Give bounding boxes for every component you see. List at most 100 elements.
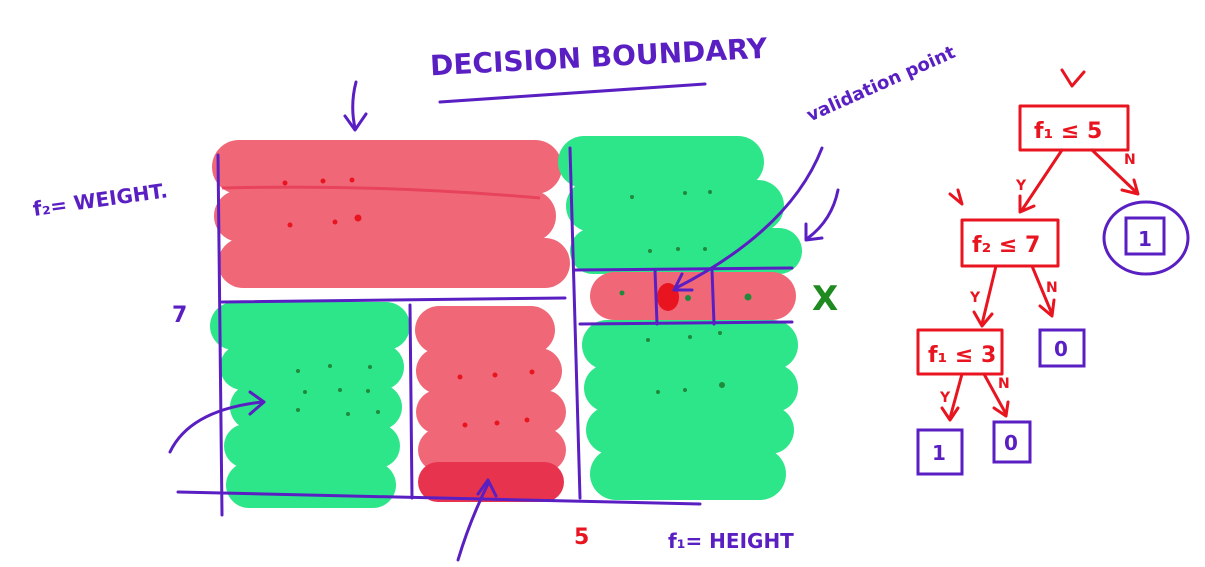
- green-band: [582, 320, 798, 370]
- misclassified-mark: X: [812, 279, 838, 319]
- green-band: [230, 384, 402, 430]
- red-band: [415, 306, 555, 354]
- red-band: [416, 390, 566, 434]
- arrow-to-validation-icon: [672, 146, 824, 292]
- region-right-green: [558, 136, 802, 500]
- red-dot: [282, 180, 288, 186]
- red-dot: [332, 219, 338, 225]
- green-dot: [303, 390, 307, 394]
- green-dot: [718, 331, 722, 335]
- green-dot: [296, 408, 300, 412]
- green-dot: [630, 195, 634, 199]
- edge-label-yes: Y: [939, 390, 951, 406]
- green-dot: [296, 369, 300, 373]
- red-band: [218, 238, 570, 288]
- leaf-root-right-circle: [1102, 200, 1190, 276]
- edge-label-yes: Y: [1015, 178, 1027, 194]
- edge-ll-right: [982, 372, 1008, 416]
- green-dot: [719, 382, 725, 388]
- x-axis-line: [176, 490, 702, 506]
- y-tick-7: 7: [172, 303, 187, 328]
- green-dot: [328, 364, 332, 368]
- green-dot: [619, 290, 625, 296]
- leaf-ll-right-box: [992, 420, 1032, 464]
- node-left-left-box: [916, 328, 1004, 376]
- red-dot: [354, 214, 362, 222]
- node-root-text: f₁ ≤ 5: [1034, 119, 1102, 144]
- red-dot: [349, 177, 355, 183]
- green-band: [566, 180, 784, 232]
- green-dot: [376, 410, 380, 414]
- green-band: [558, 136, 764, 188]
- red-band: [416, 348, 562, 394]
- green-band: [220, 344, 404, 390]
- leaf-mid-right-text: 0: [1054, 337, 1068, 361]
- arrow-root-icon: [1060, 68, 1086, 88]
- x-axis-label: f₁= HEIGHT: [668, 529, 794, 553]
- boundary-strip-bottom: [578, 320, 794, 326]
- green-dot: [368, 365, 372, 369]
- green-dot: [656, 390, 660, 394]
- green-dot: [676, 247, 680, 251]
- red-band: [214, 190, 556, 242]
- leaf-ll-left-text: 1: [932, 441, 946, 465]
- arrow-left-node-icon: [948, 188, 964, 206]
- diagram-title: DECISION BOUNDARY: [429, 32, 768, 83]
- green-band: [224, 424, 400, 468]
- node-left-left-text: f₁ ≤ 3: [928, 343, 996, 368]
- red-dot: [457, 374, 463, 380]
- edge-label-no: N: [1124, 152, 1136, 168]
- boundary-f1-eq-3: [408, 303, 414, 500]
- region-bottom-middle-red: [415, 306, 566, 502]
- red-band: [590, 272, 796, 320]
- decision-tree: f₁ ≤ 5 f₂ ≤ 7 f₁ ≤ 3 Y N Y N Y N 1 0 1 0: [916, 68, 1190, 476]
- arrow-to-red-icon: [456, 478, 498, 562]
- red-dot: [494, 420, 500, 426]
- green-dot: [703, 247, 707, 251]
- leaf-mid-right-box: [1038, 328, 1086, 368]
- red-band: [418, 428, 566, 472]
- boundary-strip-top: [573, 266, 794, 272]
- edge-root-right: [1090, 148, 1138, 194]
- edge-label-no: N: [998, 376, 1010, 392]
- boundary-strip-right: [710, 268, 716, 326]
- leaf-ll-right-text: 0: [1004, 431, 1018, 455]
- validation-point-label: validation point: [804, 42, 959, 127]
- leaf-root-right-box: [1124, 216, 1166, 256]
- red-band-stroke: [221, 185, 541, 200]
- green-band: [590, 448, 786, 500]
- green-band: [570, 228, 802, 274]
- green-band: [226, 462, 396, 508]
- green-dot: [708, 190, 712, 194]
- green-dot: [683, 388, 687, 392]
- node-left-box: [960, 218, 1060, 268]
- green-band: [584, 364, 798, 412]
- region-top-left-red: [212, 140, 570, 288]
- edge-left-right: [1030, 264, 1054, 316]
- y-axis-line: [216, 153, 224, 517]
- leaf-ll-left-box: [916, 428, 964, 476]
- title-underline: [438, 82, 707, 104]
- boundary-f2-eq-7: [220, 296, 567, 304]
- y-axis-label: f₂= WEIGHT.: [31, 178, 169, 221]
- node-root-box: [1018, 104, 1130, 152]
- arrow-to-green-icon: [168, 390, 266, 454]
- red-dot: [320, 178, 326, 184]
- green-dot: [646, 338, 650, 342]
- green-dot: [346, 412, 350, 416]
- green-dot: [366, 389, 370, 393]
- leaf-root-right-text: 1: [1138, 227, 1152, 251]
- green-dot: [683, 191, 687, 195]
- red-dot: [462, 422, 468, 428]
- boundary-strip-left: [653, 268, 659, 326]
- x-tick-5: 5: [574, 525, 589, 550]
- red-dot: [524, 417, 530, 423]
- red-dot: [529, 369, 535, 375]
- edge-root-left: [1020, 148, 1064, 212]
- edge-label-yes: Y: [969, 290, 981, 306]
- red-dot: [492, 372, 498, 378]
- red-band: [212, 140, 562, 194]
- red-dot: [287, 222, 293, 228]
- edge-left-left: [980, 264, 998, 326]
